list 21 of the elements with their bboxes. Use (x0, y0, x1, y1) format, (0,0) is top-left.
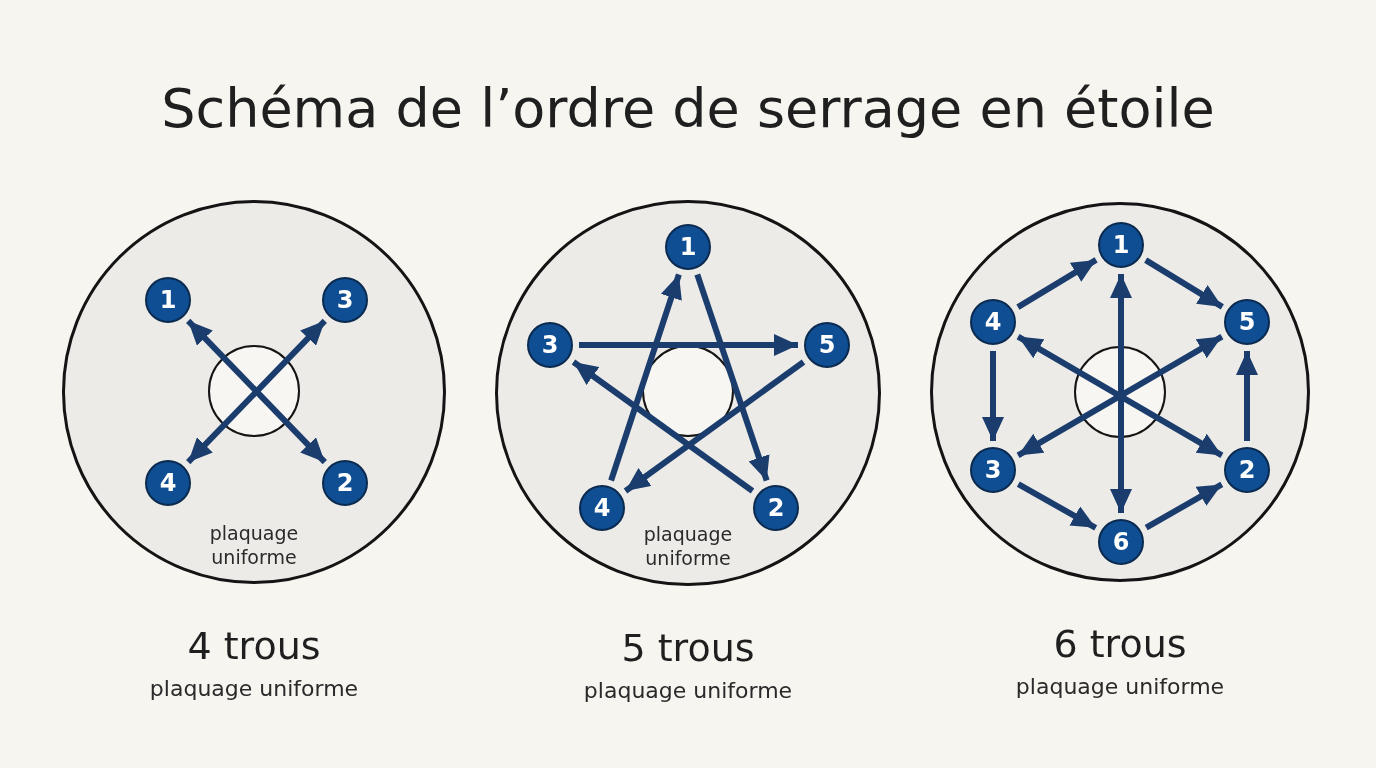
caption-text: plaquage uniforme (149, 675, 359, 703)
arrow (608, 273, 682, 482)
caption-text: plaquage uniforme (642, 522, 734, 570)
arrow (694, 273, 770, 482)
diagram-title: Schéma de l’ordre de serrage en étoile (160, 76, 1216, 142)
caption-text: plaquage uniforme (583, 677, 793, 705)
arrow (1016, 481, 1098, 531)
arrow (982, 351, 1004, 441)
arrow (1016, 257, 1098, 310)
double-arrow (1110, 274, 1132, 513)
hole-count-label: 6 trous (1053, 621, 1187, 668)
arrow (1236, 351, 1258, 441)
arrow (1144, 481, 1224, 531)
arrow (1144, 257, 1224, 310)
arrow (579, 334, 798, 356)
caption-text: plaquage uniforme (1015, 673, 1225, 701)
crossed-double-arrows (1016, 334, 1224, 458)
crossed-double-arrows (186, 318, 327, 465)
caption-text: plaquage uniforme (208, 521, 300, 569)
hole-count-label: 4 trous (187, 623, 321, 670)
hole-count-label: 5 trous (621, 625, 755, 672)
